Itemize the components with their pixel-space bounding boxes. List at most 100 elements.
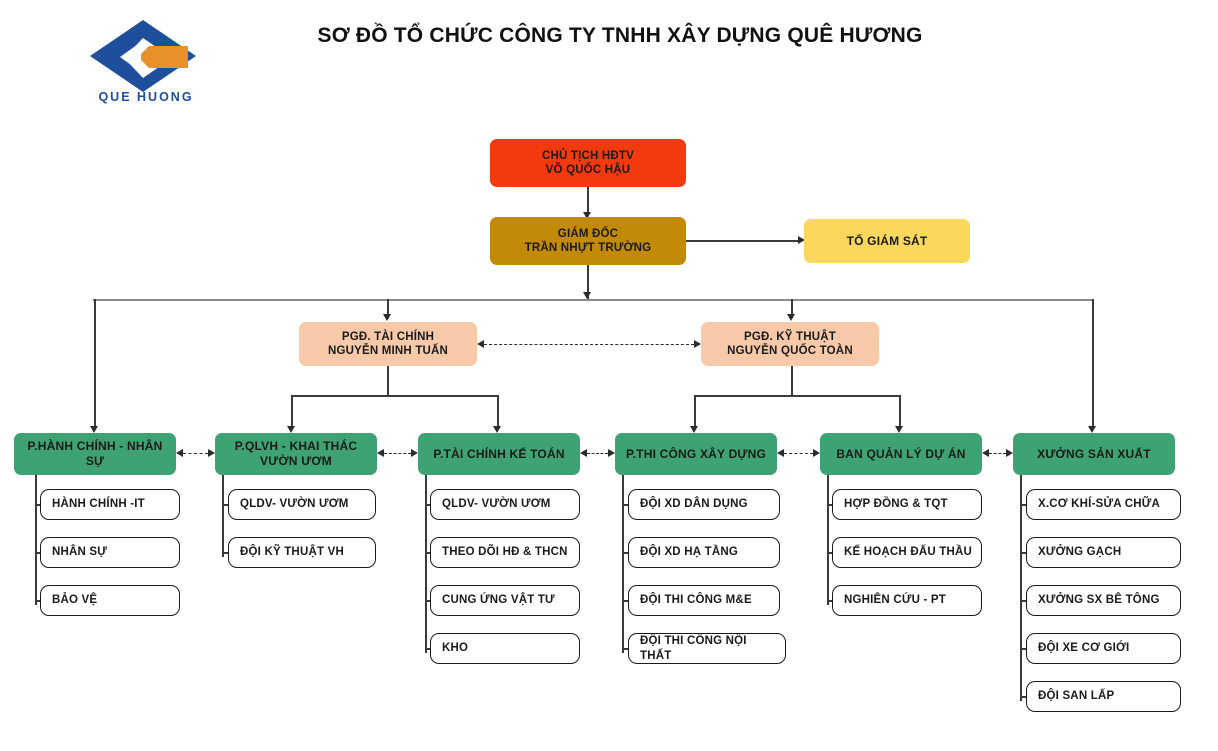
leaf-label: NGHIÊN CỨU - PT bbox=[844, 594, 946, 607]
arrowhead-dept-5-right bbox=[1006, 449, 1013, 457]
director-name: TRẦN NHỰT TRƯỜNG bbox=[524, 242, 652, 254]
connector-bus-to-factory bbox=[1092, 299, 1094, 428]
node-department-hanh-chinh-nhan-su[interactable]: P.HÀNH CHÍNH - NHÂN SỰ bbox=[14, 433, 176, 475]
spine-col-0 bbox=[35, 475, 37, 605]
node-department-qlvh-khai-thac[interactable]: P.QLVH - KHAI THÁC VƯỜN ƯƠM bbox=[215, 433, 377, 475]
connector-chairman-director bbox=[587, 187, 589, 214]
dept-5-line1: XƯỞNG SẢN XUẤT bbox=[1037, 446, 1151, 461]
supervision-label: TỔ GIÁM SÁT bbox=[846, 233, 928, 248]
connector-finance-to-accounting bbox=[497, 395, 499, 428]
director-title: GIÁM ĐỐC bbox=[557, 227, 619, 240]
connector-bus-to-deputy-technical bbox=[791, 299, 793, 318]
arrowhead-deputies-right bbox=[694, 340, 701, 348]
node-supervision-team[interactable]: TỔ GIÁM SÁT bbox=[804, 219, 970, 263]
arrowhead-deputy-technical bbox=[787, 314, 795, 321]
spine-col-4 bbox=[827, 475, 829, 605]
node-department-xuong-san-xuat[interactable]: XƯỞNG SẢN XUẤT bbox=[1013, 433, 1175, 475]
leaf-col-5-2[interactable]: XƯỞNG SX BÊ TÔNG bbox=[1026, 585, 1181, 616]
deputy-technical-title: PGĐ. KỸ THUẬT bbox=[743, 330, 837, 343]
leaf-label: XƯỞNG GẠCH bbox=[1038, 546, 1122, 559]
connector-deputy-technical-bus bbox=[694, 395, 900, 397]
connector-bus-to-deputy-finance bbox=[387, 299, 389, 318]
dept-4-line1: BAN QUẢN LÝ DỰ ÁN bbox=[836, 446, 966, 461]
logo-mark-icon bbox=[90, 20, 196, 92]
leaf-label: ĐỘI KỸ THUẬT VH bbox=[240, 546, 344, 559]
arrowhead-pmo bbox=[895, 426, 903, 433]
node-department-thi-cong-xay-dung[interactable]: P.THI CÔNG XÂY DỰNG bbox=[615, 433, 777, 475]
arrowhead-dept-0-left bbox=[176, 449, 183, 457]
leaf-label: THEO DÕI HĐ & THCN bbox=[442, 546, 568, 559]
node-deputy-finance[interactable]: PGĐ. TÀI CHÍNH NGUYỄN MINH TUẤN bbox=[299, 322, 477, 366]
arrowhead-bus-center bbox=[583, 292, 591, 299]
leaf-col-2-0[interactable]: QLDV- VƯỜN ƯƠM bbox=[430, 489, 580, 520]
connector-deputies-dashed bbox=[484, 344, 694, 345]
arrowhead-accounting bbox=[493, 426, 501, 433]
arrowhead-dept-4-left bbox=[982, 449, 989, 457]
connector-main-bus bbox=[93, 299, 1094, 302]
connector-dept-1-2-dashed bbox=[384, 453, 411, 454]
arrowhead-dept-4-right bbox=[813, 449, 820, 457]
leaf-col-1-0[interactable]: QLDV- VƯỜN ƯƠM bbox=[228, 489, 376, 520]
arrowhead-deputies-left bbox=[477, 340, 484, 348]
logo-wordmark: QUE HUONG bbox=[98, 90, 194, 104]
arrowhead-qlvh bbox=[287, 426, 295, 433]
connector-deputy-finance-bus bbox=[291, 395, 499, 397]
deputy-finance-title: PGĐ. TÀI CHÍNH bbox=[341, 330, 435, 343]
arrowhead-dept-1-left bbox=[377, 449, 384, 457]
connector-dept-2-3-dashed bbox=[587, 453, 608, 454]
connector-technical-to-construction bbox=[694, 395, 696, 428]
node-chairman[interactable]: CHỦ TỊCH HĐTV VÕ QUỐC HẬU bbox=[490, 139, 686, 187]
arrowhead-dept-3-right bbox=[608, 449, 615, 457]
leaf-col-4-2[interactable]: NGHIÊN CỨU - PT bbox=[832, 585, 982, 616]
dept-3-line1: P.THI CÔNG XÂY DỰNG bbox=[625, 446, 766, 461]
node-director[interactable]: GIÁM ĐỐC TRẦN NHỰT TRƯỜNG bbox=[490, 217, 686, 265]
leaf-col-5-3[interactable]: ĐỘI XE CƠ GIỚI bbox=[1026, 633, 1181, 664]
leaf-col-3-1[interactable]: ĐỘI XD HẠ TẦNG bbox=[628, 537, 780, 568]
leaf-col-2-2[interactable]: CUNG ỨNG VẬT TƯ bbox=[430, 585, 580, 616]
node-department-tai-chinh-ke-toan[interactable]: P.TÀI CHÍNH KẾ TOÁN bbox=[418, 433, 580, 475]
chairman-name: VÕ QUỐC HẬU bbox=[545, 164, 631, 176]
connector-deputy-finance-drop bbox=[387, 366, 389, 396]
leaf-col-3-2[interactable]: ĐỘI THI CÔNG M&E bbox=[628, 585, 780, 616]
leaf-label: NHÂN SỰ bbox=[52, 546, 108, 559]
connector-director-supervision bbox=[686, 240, 800, 242]
connector-dept-0-1-dashed bbox=[183, 453, 208, 454]
arrowhead-director bbox=[583, 212, 591, 219]
arrowhead-dept-2-right bbox=[411, 449, 418, 457]
leaf-col-4-0[interactable]: HỢP ĐỒNG & TQT bbox=[832, 489, 982, 520]
leaf-col-0-2[interactable]: BẢO VỆ bbox=[40, 585, 180, 616]
leaf-label: KHO bbox=[442, 642, 469, 655]
leaf-col-3-3[interactable]: ĐỘI THI CÔNG NỘI THẤT bbox=[628, 633, 786, 664]
node-department-ban-quan-ly-du-an[interactable]: BAN QUẢN LÝ DỰ ÁN bbox=[820, 433, 982, 475]
connector-bus-to-admin bbox=[94, 299, 96, 428]
leaf-label: HÀNH CHÍNH -IT bbox=[52, 498, 145, 511]
dept-0-line1: P.HÀNH CHÍNH - NHÂN SỰ bbox=[27, 439, 163, 468]
leaf-col-4-1[interactable]: KẾ HOẠCH ĐẤU THẦU bbox=[832, 537, 982, 568]
connector-director-bus bbox=[587, 265, 589, 301]
connector-technical-to-pmo bbox=[899, 395, 901, 428]
leaf-col-5-4[interactable]: ĐỘI SAN LẤP bbox=[1026, 681, 1181, 712]
leaf-label: ĐỘI THI CÔNG M&E bbox=[640, 594, 752, 607]
leaf-label: QLDV- VƯỜN ƯƠM bbox=[240, 498, 349, 511]
leaf-col-2-3[interactable]: KHO bbox=[430, 633, 580, 664]
arrowhead-factory bbox=[1088, 426, 1096, 433]
arrowhead-deputy-finance bbox=[383, 314, 391, 321]
leaf-col-3-0[interactable]: ĐỘI XD DÂN DỤNG bbox=[628, 489, 780, 520]
leaf-col-0-1[interactable]: NHÂN SỰ bbox=[40, 537, 180, 568]
leaf-label: QLDV- VƯỜN ƯƠM bbox=[442, 498, 551, 511]
dept-1-line1: P.QLVH - KHAI THÁC bbox=[234, 439, 358, 453]
leaf-label: X.CƠ KHÍ-SỬA CHỮA bbox=[1038, 498, 1160, 511]
arrowhead-supervision bbox=[798, 236, 805, 244]
leaf-label: ĐỘI XE CƠ GIỚI bbox=[1038, 642, 1130, 655]
leaf-label: ĐỘI SAN LẤP bbox=[1038, 690, 1115, 703]
leaf-col-5-1[interactable]: XƯỞNG GẠCH bbox=[1026, 537, 1181, 568]
deputy-finance-name: NGUYỄN MINH TUẤN bbox=[327, 345, 449, 357]
leaf-col-5-0[interactable]: X.CƠ KHÍ-SỬA CHỮA bbox=[1026, 489, 1181, 520]
spine-col-1 bbox=[222, 475, 224, 557]
leaf-col-0-0[interactable]: HÀNH CHÍNH -IT bbox=[40, 489, 180, 520]
node-deputy-technical[interactable]: PGĐ. KỸ THUẬT NGUYỄN QUỐC TOÀN bbox=[701, 322, 879, 366]
connector-finance-to-qlvh bbox=[291, 395, 293, 428]
leaf-col-2-1[interactable]: THEO DÕI HĐ & THCN bbox=[430, 537, 580, 568]
leaf-col-1-1[interactable]: ĐỘI KỸ THUẬT VH bbox=[228, 537, 376, 568]
